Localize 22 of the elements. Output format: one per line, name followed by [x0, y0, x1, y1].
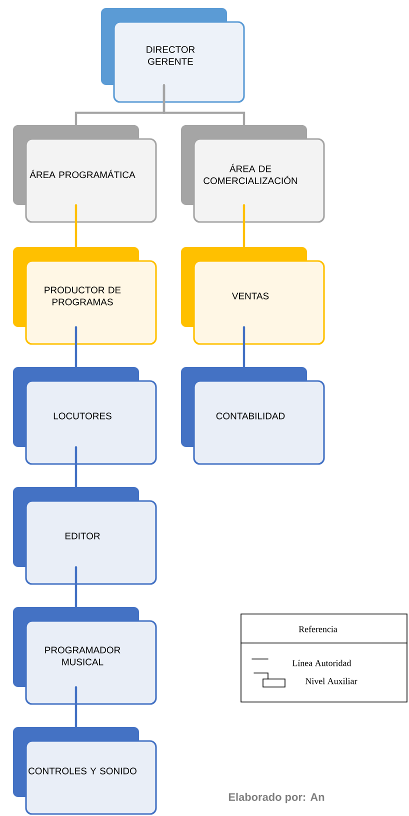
org-box: VENTAS [181, 247, 325, 345]
org-box: PRODUCTOR DE PROGRAMAS [13, 247, 157, 345]
legend-text: Nivel Auxiliar [305, 678, 358, 684]
connector-line [74, 686, 78, 728]
connector-line [74, 326, 78, 368]
connector-line [242, 204, 246, 248]
connector-line [74, 204, 78, 248]
connector-line [162, 84, 246, 126]
org-box: CONTABILIDAD [181, 367, 325, 465]
org-box: ÁREA DE COMERCIALIZACIÓN [181, 125, 325, 223]
legend-title: Referencia [298, 626, 338, 632]
connector-line [74, 566, 78, 608]
legend-text: Línea Autoridad [292, 660, 352, 666]
org-box: EDITOR [13, 487, 157, 585]
org-box: CONTROLES Y SONIDO [13, 727, 157, 815]
connector-line [242, 326, 246, 368]
org-box: DIRECTOR GERENTE [101, 8, 245, 103]
org-box: ÁREA PROGRAMÁTICA [13, 125, 157, 223]
org-box: PROGRAMADOR MUSICAL [13, 607, 157, 705]
org-box: LOCUTORES [13, 367, 157, 465]
credit-text: Elaborado por: An [228, 792, 324, 804]
connector-line [74, 446, 78, 488]
